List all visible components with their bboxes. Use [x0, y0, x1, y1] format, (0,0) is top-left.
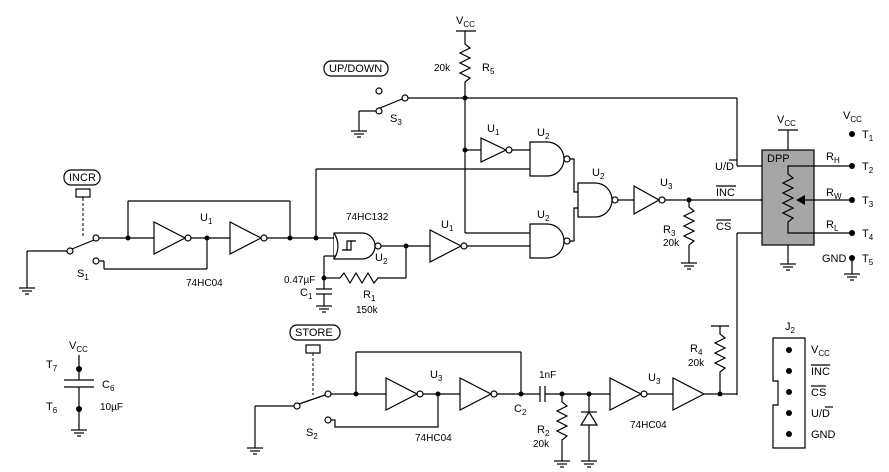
svg-text:GND: GND	[811, 429, 836, 441]
svg-text:74HC04: 74HC04	[186, 278, 223, 289]
svg-text:T6: T6	[46, 401, 58, 415]
nand-u2-bottom	[529, 223, 571, 259]
nand-u2-top	[529, 141, 571, 177]
pin-inc-label: INC	[716, 187, 735, 199]
inverter-u3-d	[609, 377, 648, 411]
svg-text:C6: C6	[102, 379, 115, 393]
terminal-t5: GND T5	[822, 253, 874, 281]
svg-text:U/D: U/D	[811, 408, 830, 420]
svg-text:74HC04: 74HC04	[630, 420, 667, 431]
svg-text:U1: U1	[487, 123, 500, 137]
svg-text:20k: 20k	[663, 238, 680, 249]
capacitor-c1: 0.47µF C1	[284, 275, 333, 313]
svg-text:S2: S2	[306, 427, 318, 441]
nand-u2-middle	[577, 182, 619, 218]
terminal-t4: T4	[849, 228, 874, 242]
svg-text:R3: R3	[663, 224, 676, 238]
inverter-u1-c	[429, 229, 468, 263]
buffer-u3	[672, 377, 706, 411]
svg-text:20k: 20k	[434, 63, 451, 74]
inverter-u3-c	[459, 377, 498, 411]
svg-text:VCC: VCC	[456, 15, 475, 29]
svg-text:U3: U3	[430, 369, 443, 383]
inverter-u3-a	[633, 184, 666, 216]
switch-s1: S1	[18, 188, 100, 295]
schmitt-nand-u2: 74HC132 U2	[333, 212, 389, 266]
svg-text:RH: RH	[826, 151, 840, 165]
svg-text:INCR: INCR	[69, 172, 96, 184]
switch-s3: S3	[350, 87, 409, 138]
svg-text:T2: T2	[862, 161, 874, 175]
svg-text:C2: C2	[514, 403, 527, 417]
inverter-u1-top	[480, 137, 513, 163]
svg-text:T4: T4	[862, 228, 874, 242]
resistor-r3: R3 20k	[663, 200, 698, 270]
resistor-r2: R2 20k	[533, 394, 571, 468]
updown-button[interactable]: UP/DOWN	[323, 60, 389, 77]
inverter-u1-b	[229, 221, 268, 255]
svg-text:74HC132: 74HC132	[346, 212, 389, 223]
svg-text:GND: GND	[822, 253, 847, 265]
inverter-u3-b	[385, 377, 424, 411]
svg-text:U1: U1	[441, 219, 454, 233]
svg-text:VCC: VCC	[811, 344, 830, 358]
svg-text:R5: R5	[482, 62, 495, 76]
resistor-r5: 20k R5	[434, 40, 495, 98]
svg-text:U1: U1	[200, 212, 213, 226]
svg-text:RL: RL	[826, 219, 839, 233]
svg-text:1nF: 1nF	[539, 370, 556, 381]
svg-text:T5: T5	[862, 253, 874, 267]
terminal-t2: T2	[849, 161, 874, 175]
svg-text:J2: J2	[785, 321, 796, 335]
svg-text:UP/DOWN: UP/DOWN	[329, 63, 382, 75]
svg-text:U2: U2	[537, 209, 550, 223]
svg-text:S1: S1	[77, 268, 89, 282]
svg-text:T3: T3	[862, 195, 874, 209]
resistor-r1: R1 150k	[339, 271, 406, 316]
svg-text:VCC: VCC	[69, 340, 88, 354]
svg-text:R2: R2	[537, 424, 550, 438]
pin-ud-label: U/D	[715, 161, 734, 173]
switch-s2: S2	[246, 344, 332, 455]
svg-text:U2: U2	[592, 167, 605, 181]
capacitor-c6: VCC T7 T6 C6 10µF	[46, 340, 123, 437]
svg-text:T1: T1	[862, 129, 874, 143]
svg-text:20k: 20k	[688, 358, 705, 369]
svg-text:CS: CS	[811, 387, 826, 399]
vcc-top-supply: VCC	[456, 15, 476, 40]
svg-text:74HC04: 74HC04	[415, 433, 452, 444]
store-button[interactable]: STORE	[289, 324, 341, 341]
svg-text:20k: 20k	[533, 439, 550, 450]
svg-text:STORE: STORE	[295, 327, 333, 339]
incr-button[interactable]: INCR	[63, 169, 101, 186]
terminal-t3: T3	[849, 195, 874, 209]
svg-text:R1: R1	[363, 289, 376, 303]
svg-text:R4: R4	[690, 343, 703, 357]
svg-text:VCC: VCC	[777, 114, 796, 128]
svg-text:S3: S3	[390, 113, 402, 127]
svg-text:0.47µF: 0.47µF	[284, 275, 315, 286]
svg-text:U2: U2	[537, 127, 550, 141]
svg-text:U3: U3	[660, 177, 673, 191]
svg-text:C1: C1	[300, 287, 313, 301]
inverter-u1-a	[153, 221, 192, 255]
svg-text:150k: 150k	[356, 305, 379, 316]
connector-j2: J2 VCC INC CS U/D GND	[772, 321, 836, 449]
resistor-r4: R4 20k	[688, 325, 729, 394]
svg-text:INC: INC	[811, 366, 830, 378]
svg-text:DPP: DPP	[767, 153, 790, 165]
diode	[579, 394, 599, 468]
svg-text:U2: U2	[375, 252, 388, 266]
svg-text:10µF: 10µF	[100, 402, 123, 413]
svg-text:U3: U3	[648, 372, 661, 386]
svg-text:T7: T7	[46, 359, 58, 373]
terminal-t1: T1	[849, 129, 874, 143]
svg-text:VCC: VCC	[843, 110, 862, 124]
pin-cs-label: CS	[716, 221, 731, 233]
svg-text:RW: RW	[826, 187, 842, 201]
